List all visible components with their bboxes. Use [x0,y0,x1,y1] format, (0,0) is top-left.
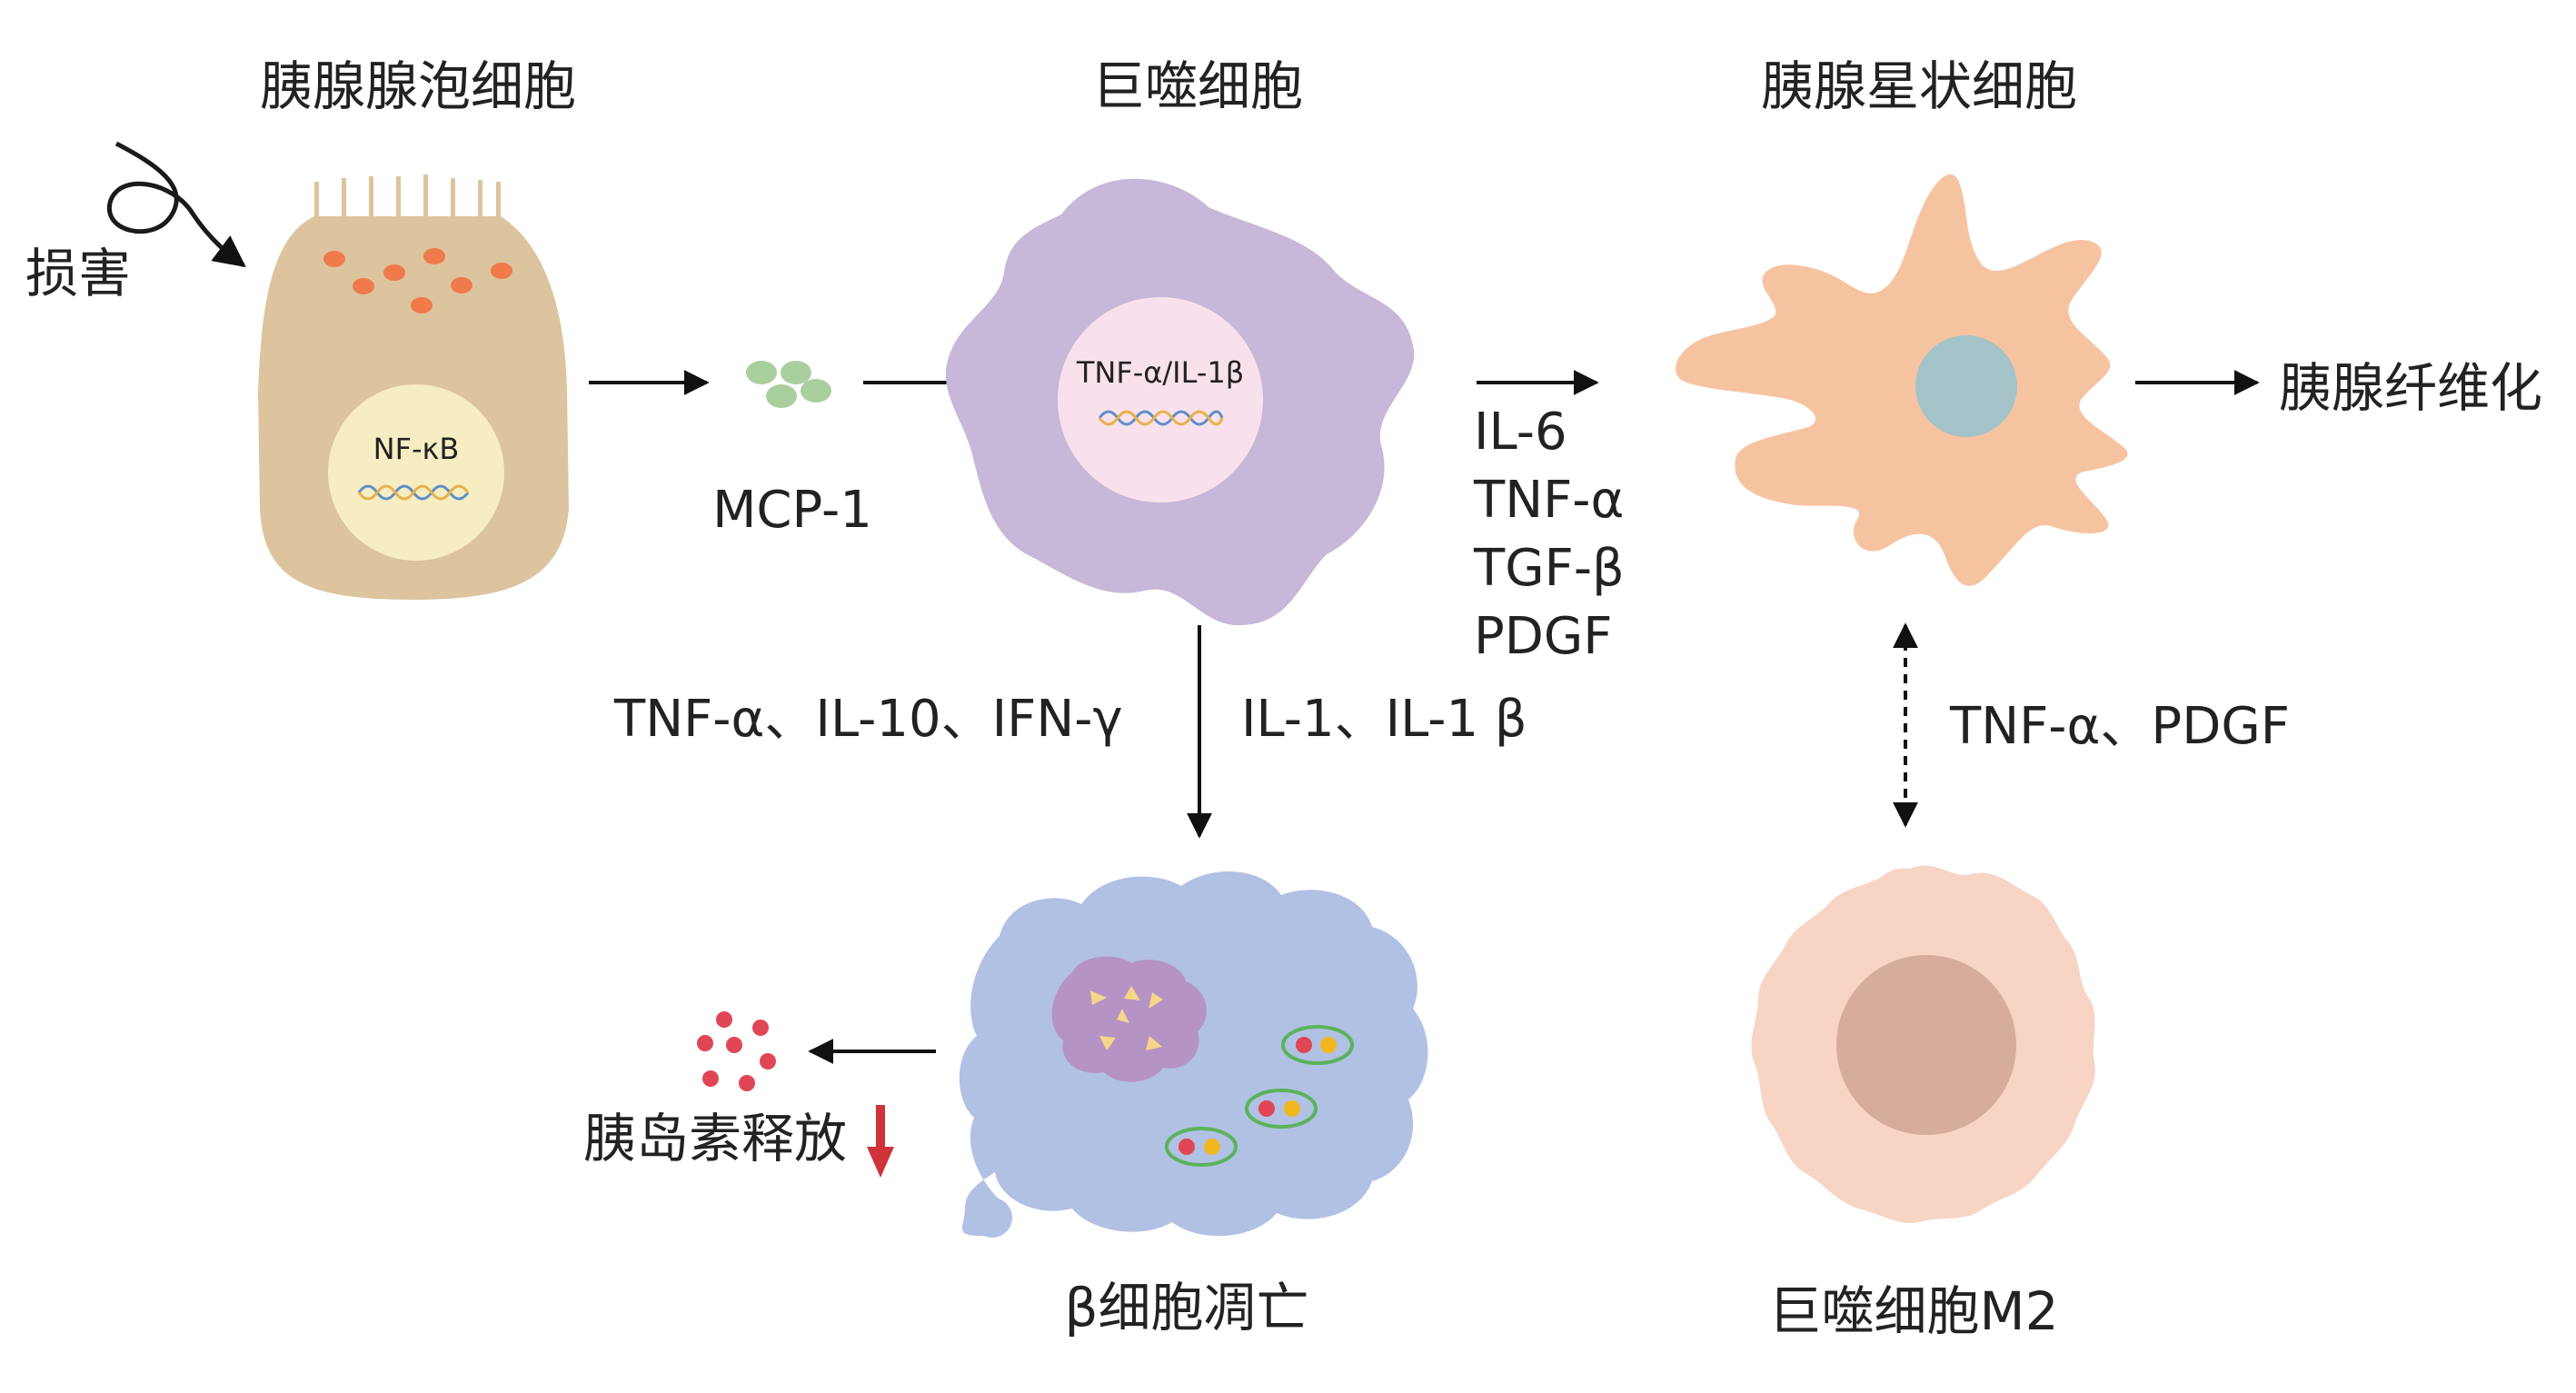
cytokine-item: IL-6 [1474,403,1567,462]
vesicle [1165,1127,1238,1167]
insulin-particles [697,1011,776,1091]
apoptotic-body [1051,956,1207,1082]
title-stellate-cell: 胰腺星状细胞 [1760,55,2078,117]
vesicle-dot-yellow [1204,1139,1220,1155]
mcp1-dot [801,379,831,403]
fragment [1146,1036,1162,1050]
macrophage-m2-cell [1751,865,2095,1224]
granule [451,277,472,294]
granule [491,263,512,279]
stellate-nucleus [1915,335,2017,437]
stellate-cell [1676,174,2128,586]
cytokine-item: TGF-β [1474,539,1625,598]
fragment [1099,1036,1116,1050]
label-beta-apoptosis: β细胞凋亡 [1064,1277,1309,1338]
injury-squiggle [106,141,246,268]
mcp1-dot [766,384,797,408]
label-m2-cytokines: TNF-α、PDGF [1950,697,2290,756]
mcp1-particles [746,361,831,408]
insulin-dot [702,1070,719,1087]
macrophage-m2-nucleus [1836,955,2016,1135]
fragment [1090,990,1107,1005]
granule [353,278,374,294]
macrophage-cell [945,178,1415,626]
vesicle-dot-yellow [1284,1100,1300,1117]
cytokine-item: PDGF [1474,607,1613,666]
apoptotic-fragments [1090,986,1163,1050]
vesicle-dot-red [1179,1139,1195,1155]
cytokine-item: TNF-α [1474,471,1625,530]
beta-cell-bleb [972,1198,1012,1238]
title-macrophage: 巨噬细胞 [1091,55,1304,117]
insulin-dot [726,1037,742,1053]
insulin-vesicles [1165,1025,1354,1167]
label-macrophage-m2: 巨噬细胞M2 [1768,1280,2059,1342]
insulin-dot [739,1075,755,1091]
fragment [1117,1009,1129,1023]
label-right-down-cytokines: IL-1、IL-1 β [1241,690,1527,749]
granule [323,251,345,267]
label-injury: 损害 [25,243,132,304]
fragment [1149,992,1163,1009]
acinar-granules [323,248,512,313]
label-insulin-release: 胰岛素释放 [583,1108,848,1169]
vesicle-dot-red [1258,1100,1275,1117]
mcp1-dot [781,361,811,384]
vesicle-dot-red [1296,1037,1312,1053]
vesicle [1281,1025,1354,1065]
acinar-dna-icon [357,484,470,501]
title-acinar-cell: 胰腺腺泡细胞 [259,55,577,117]
label-tnf-il1b: TNF-α/IL-1β [1076,355,1245,390]
granule [383,264,405,281]
vesicle-dot-yellow [1320,1037,1337,1053]
mcp1-dot [746,361,777,384]
macrophage-nucleus [1058,297,1263,502]
insulin-dot [697,1035,713,1051]
stellate-body [1676,174,2128,586]
insulin-dot [752,1020,769,1036]
granule [423,248,445,264]
fragment [1124,986,1140,1000]
label-mcp1: MCP-1 [712,481,872,540]
acinar-nucleus [328,384,504,561]
decrease-arrow-icon [867,1105,894,1178]
insulin-dot [760,1053,776,1070]
insulin-dot [716,1011,732,1028]
macrophage-dna-icon [1098,410,1224,426]
label-nfkb: NF-κB [373,432,460,466]
acinar-cell [258,174,569,600]
beta-cell [959,871,1428,1238]
label-left-down-cytokines: TNF-α、IL-10、IFN-γ [614,690,1123,749]
vesicle [1245,1089,1318,1129]
label-fibrosis: 胰腺纤维化 [2279,357,2543,419]
granule [411,297,433,313]
